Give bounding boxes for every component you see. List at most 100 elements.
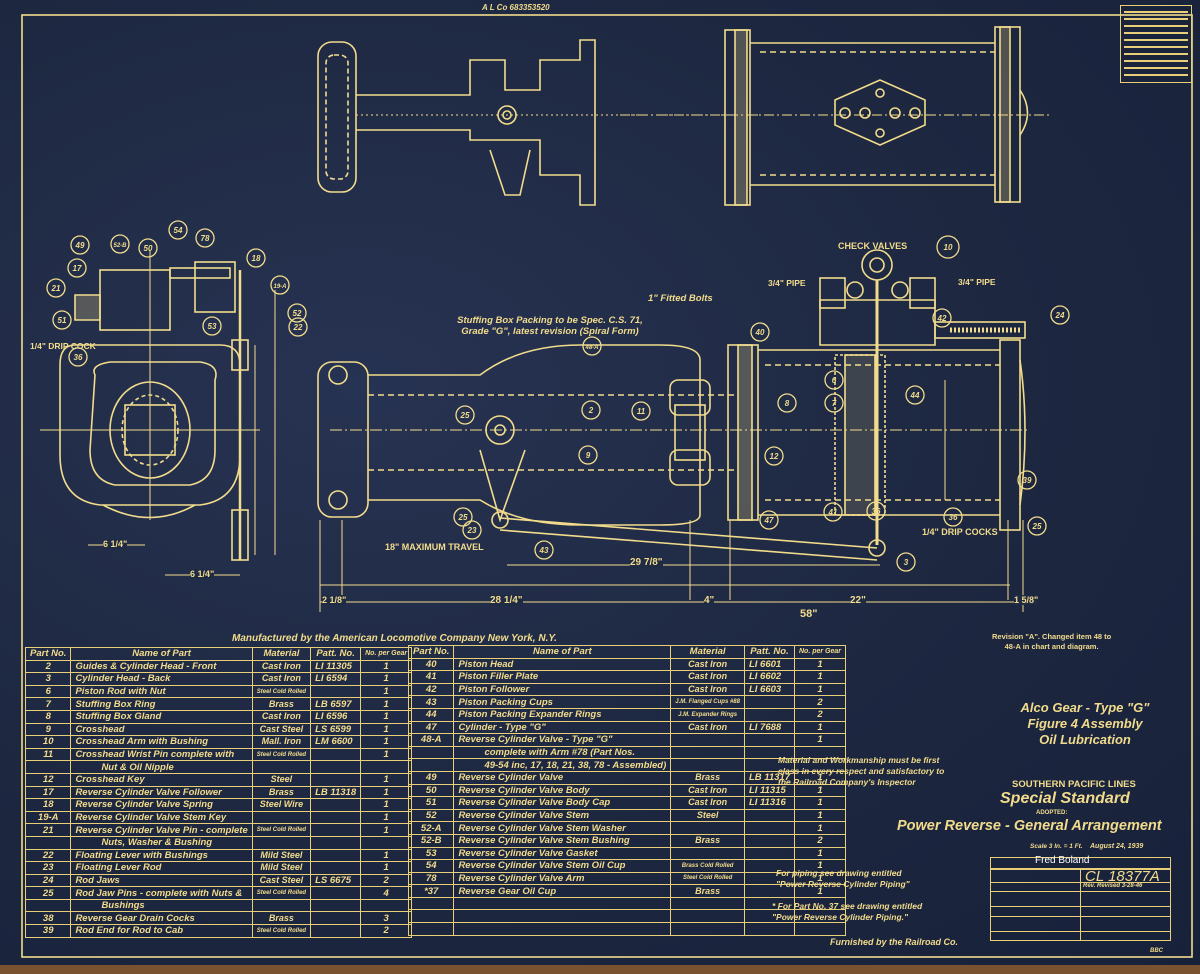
dim-29-7-8: 29 7/8" xyxy=(630,557,663,568)
material-cell xyxy=(251,810,312,825)
callout-label: 53 xyxy=(208,322,217,331)
part-number-cell: 23 xyxy=(24,861,72,875)
material-cell: Steel Cold Rolled xyxy=(251,823,312,837)
part-number-cell xyxy=(407,896,455,911)
callout-label: 3 xyxy=(904,558,909,567)
quantity-cell: 1 xyxy=(360,684,413,699)
part-number-cell: 50 xyxy=(407,783,455,798)
part-number-cell xyxy=(407,922,455,936)
table-row: 49-54 inc, 17, 18, 21, 38, 78 - Assemble… xyxy=(407,758,847,772)
part-name-cell: Piston Filler Plate xyxy=(453,670,672,684)
material-cell: Cast Iron xyxy=(670,720,745,735)
material-cell: Cast Iron xyxy=(670,682,745,697)
part-number-cell: 52-B xyxy=(407,833,455,848)
part-name-cell: Reverse Cylinder Valve Spring xyxy=(70,798,253,812)
tb-cell xyxy=(1080,931,1171,941)
quantity-cell: 1 xyxy=(793,846,847,861)
quantity-cell: 1 xyxy=(793,720,847,735)
pattern-number-cell xyxy=(310,823,362,837)
part-number-cell: 47 xyxy=(407,720,455,735)
dim-28-1-4: 28 1/4" xyxy=(490,595,523,606)
pattern-number-cell xyxy=(743,808,795,823)
material-cell: Cast Steel xyxy=(251,873,312,888)
pattern-number-cell xyxy=(310,848,362,863)
table-row xyxy=(407,922,847,936)
check-valves-label: CHECK VALVES xyxy=(838,241,908,251)
quantity-cell: 3 xyxy=(360,911,413,926)
part-number-cell: 24 xyxy=(24,873,72,888)
callout-label: 19-A xyxy=(273,284,286,290)
parts-table-right: Part No. Name of Part Material Patt. No.… xyxy=(407,645,847,936)
callout-label: 6 xyxy=(832,376,837,385)
fitted-bolts-note: 1" Fitted Bolts xyxy=(648,293,713,304)
quantity-cell: 1 xyxy=(360,697,413,711)
callout-label: 18 xyxy=(252,254,261,263)
part-name-cell: Piston Head xyxy=(453,657,672,672)
material-cell: Brass Cold Rolled xyxy=(670,859,745,873)
drafter-initials: BBC xyxy=(1150,948,1163,954)
quantity-cell: 1 xyxy=(360,810,413,825)
part-name-cell: Crosshead Arm with Bushing xyxy=(70,735,253,749)
part-number-cell: 52-A xyxy=(407,821,455,835)
dim-1-5-8: 1 5/8" xyxy=(1014,595,1039,605)
pattern-number-cell: LI 6594 xyxy=(310,672,362,686)
pattern-number-cell: LI 11305 xyxy=(310,659,362,674)
dim-4: 4" xyxy=(704,595,715,606)
part-name-cell: Crosshead Wrist Pin complete with xyxy=(70,747,253,762)
part-name-cell: 49-54 inc, 17, 18, 21, 38, 78 - Assemble… xyxy=(453,758,672,772)
material-cell xyxy=(251,835,312,850)
part-number-cell: 38 xyxy=(24,911,72,926)
pattern-number-cell: LI 6596 xyxy=(310,709,362,724)
tb-cell xyxy=(990,891,1081,907)
material-cell xyxy=(670,846,745,861)
callout-label: 43 xyxy=(539,546,549,555)
title-line1: Alco Gear - Type "G" xyxy=(1020,700,1150,715)
drip-cocks-label: 1/4" DRIP COCKS xyxy=(922,527,998,537)
pattern-number-cell xyxy=(743,922,795,936)
callout-label: 2 xyxy=(588,406,594,415)
pattern-number-cell xyxy=(310,747,362,762)
table-header-row: Part No. Name of Part Material Patt. No.… xyxy=(407,645,847,659)
date-label: August 24, 1939 xyxy=(1090,843,1144,850)
pipe-right-label: 3/4" PIPE xyxy=(958,277,996,287)
part-number-cell: 19-A xyxy=(24,810,72,825)
tb-row-top xyxy=(990,857,1171,869)
callout-label: 12 xyxy=(770,452,779,461)
part-number-cell: 41 xyxy=(407,670,455,684)
part-number-cell xyxy=(24,760,72,774)
material-cell: Cast Iron xyxy=(670,783,745,798)
callout-label: 8 xyxy=(785,399,790,408)
part-name-cell: Floating Lever Rod xyxy=(70,861,253,875)
callout-label: 36 xyxy=(872,507,881,516)
part-number-cell: 2 xyxy=(24,659,72,674)
quantity-cell xyxy=(360,898,413,913)
part-name-cell: Reverse Cylinder Valve xyxy=(453,770,672,785)
part-name-cell: Piston Packing Expander Rings xyxy=(453,707,672,722)
material-cell: Cast Iron xyxy=(670,796,745,810)
paper-edge xyxy=(0,965,1200,974)
quantity-cell: 1 xyxy=(793,796,847,810)
end-view xyxy=(40,250,276,561)
material-cell: Steel xyxy=(251,772,312,787)
material-cell: Cast Iron xyxy=(251,659,312,674)
workmanship-note: Material and Workmanship must be first c… xyxy=(778,755,944,788)
material-cell: Cast Iron xyxy=(670,670,745,684)
quantity-cell xyxy=(360,835,413,850)
material-cell xyxy=(251,760,312,774)
drip-cock-label: 1/4" DRIP COCK xyxy=(30,341,96,351)
photographer-watermark: Fred Boland xyxy=(1035,855,1090,866)
table-row xyxy=(407,896,847,911)
part-number-cell: 51 xyxy=(407,796,455,810)
part-name-cell: Nut & Oil Nipple xyxy=(70,760,253,774)
part-number-cell: 6 xyxy=(24,684,72,699)
col-name: Name of Part xyxy=(70,647,253,661)
part-number-cell: 40 xyxy=(407,657,455,672)
pattern-number-cell xyxy=(310,798,362,812)
